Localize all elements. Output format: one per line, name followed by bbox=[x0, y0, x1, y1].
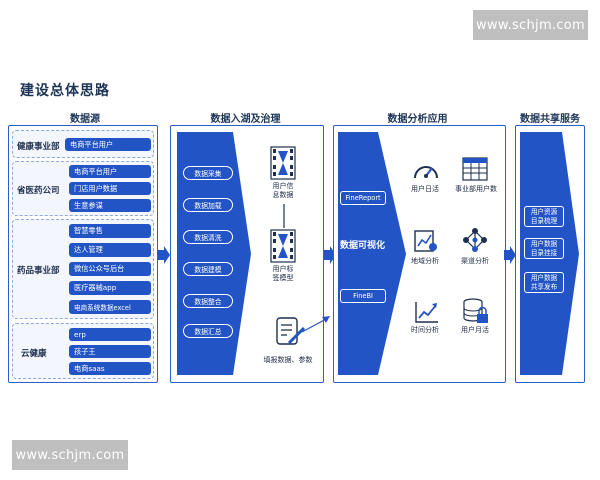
visualization-label: 数据可视化 bbox=[340, 241, 386, 251]
section-title-sharing: 数据共享服务 bbox=[520, 114, 580, 125]
process-step: 数据汇总 bbox=[183, 324, 233, 338]
model-caption: 用户信 息数据 bbox=[272, 182, 294, 200]
network-icon bbox=[463, 228, 487, 252]
source-group-cloud-health: 云健康 erp 孩子王 电商saas bbox=[12, 323, 154, 379]
section-title-analysis: 数据分析应用 bbox=[387, 114, 448, 125]
matrix-icon bbox=[270, 229, 296, 263]
process-chevron bbox=[177, 132, 251, 375]
section-title-data-source: 数据源 bbox=[70, 114, 100, 125]
analysis-panel: FineReport 数据可视化 FineBI 用户日活 事业部用户数 地域分析… bbox=[333, 125, 506, 383]
app-label: 渠道分析 bbox=[461, 257, 489, 265]
database-lock-icon bbox=[463, 298, 488, 323]
watermark-bottom: www.schjm.com bbox=[12, 440, 128, 470]
app-label: 地域分析 bbox=[411, 257, 439, 265]
source-item: 电商平台用户 bbox=[69, 165, 151, 178]
group-label: 健康事业部 bbox=[17, 142, 60, 152]
source-item: 智慧零售 bbox=[69, 224, 151, 238]
data-lake-panel: 数据采集 数据加载 数据清洗 数据建模 数据整合 数据汇总 用户信 息数据 用户… bbox=[170, 125, 324, 383]
source-item: 医疗器械app bbox=[69, 281, 151, 295]
app-label: 用户日活 bbox=[411, 185, 439, 193]
gauge-icon bbox=[414, 166, 438, 179]
source-group-pharma-company: 省医药公司 电商平台用户 门店用户数据 生意参谋 bbox=[12, 161, 154, 216]
flow-arrow bbox=[158, 246, 170, 264]
process-step: 数据整合 bbox=[183, 294, 233, 308]
connector-line bbox=[283, 204, 285, 228]
source-item: 孩子王 bbox=[69, 345, 151, 358]
tool-finereport: FineReport bbox=[340, 191, 386, 205]
source-group-drug-division: 药品事业部 智慧零售 达人管理 微信公众号后台 医疗器械app 电商系统数据ex… bbox=[12, 219, 154, 319]
app-label: 事业部用户数 bbox=[455, 185, 497, 193]
source-item: 达人管理 bbox=[69, 243, 151, 257]
app-label: 时间分析 bbox=[411, 326, 439, 334]
source-item: 微信公众号后台 bbox=[69, 262, 151, 276]
sharing-item: 用户数据 共享发布 bbox=[524, 272, 564, 293]
process-step: 数据建模 bbox=[183, 262, 233, 276]
source-item: 电商saas bbox=[69, 362, 151, 375]
tool-finebi: FineBI bbox=[340, 289, 386, 303]
sharing-panel: 用户资源 目录梳理 用户数据 目录挂接 用户数据 共享发布 bbox=[515, 125, 585, 383]
source-item: 电商系统数据excel bbox=[69, 300, 151, 314]
source-item: 生意参谋 bbox=[69, 199, 151, 212]
process-step: 数据清洗 bbox=[183, 230, 233, 244]
table-icon bbox=[462, 157, 488, 181]
model-caption: 用户标 签模型 bbox=[272, 265, 294, 283]
watermark-top: www.schjm.com bbox=[473, 10, 588, 40]
map-chart-icon bbox=[414, 230, 437, 252]
source-item: erp bbox=[69, 328, 151, 341]
group-label: 省医药公司 bbox=[17, 186, 60, 196]
group-label: 药品事业部 bbox=[17, 266, 60, 276]
source-item: 电商平台用户 bbox=[65, 138, 151, 151]
source-group-health: 健康事业部 电商平台用户 bbox=[12, 130, 154, 158]
app-label: 用户月活 bbox=[461, 326, 489, 334]
flow-arrow bbox=[504, 246, 516, 264]
matrix-icon bbox=[270, 146, 296, 180]
flow-line-arrow bbox=[301, 316, 330, 333]
process-step: 数据采集 bbox=[183, 166, 233, 180]
page-title: 建设总体思路 bbox=[20, 83, 110, 99]
analysis-chevron bbox=[338, 132, 406, 375]
sharing-item: 用户数据 目录挂接 bbox=[524, 238, 564, 259]
sharing-item: 用户资源 目录梳理 bbox=[524, 206, 564, 227]
group-label: 云健康 bbox=[21, 349, 47, 359]
document-pen-icon bbox=[276, 317, 306, 345]
trend-icon bbox=[415, 302, 438, 323]
sharing-chevron bbox=[520, 132, 579, 375]
section-title-data-lake: 数据入湖及治理 bbox=[210, 114, 281, 125]
data-source-panel: 健康事业部 电商平台用户 省医药公司 电商平台用户 门店用户数据 生意参谋 药品… bbox=[8, 125, 158, 383]
fill-caption: 填报数据、参数 bbox=[263, 356, 313, 364]
source-item: 门店用户数据 bbox=[69, 182, 151, 195]
process-step: 数据加载 bbox=[183, 198, 233, 212]
